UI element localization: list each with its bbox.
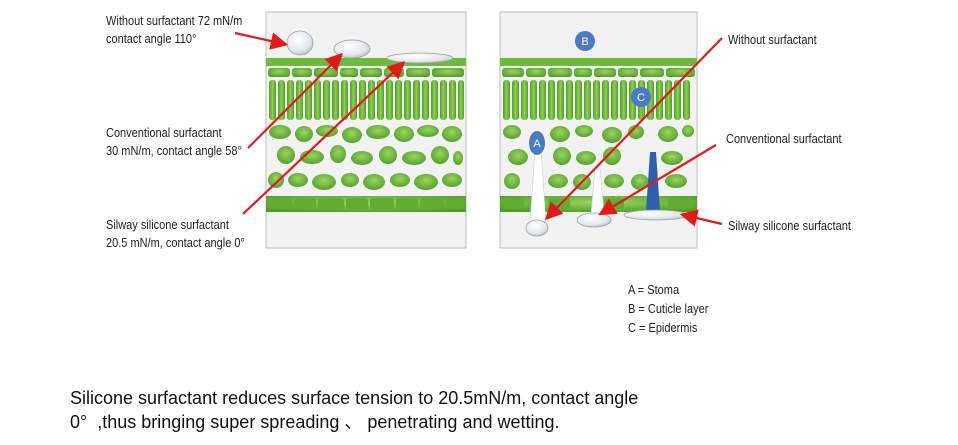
caption-line-1: Silicone surfactant reduces surface tens… (70, 388, 639, 408)
left-leaf-panel (265, 11, 467, 249)
legend-item-c: C = Epidermis (628, 321, 698, 335)
droplet-without-surfactant (286, 30, 314, 56)
droplet-conventional-right (576, 212, 612, 228)
right-label-conventional-surfactant: Conventional surfactant (726, 132, 842, 146)
droplet-stoma (525, 219, 549, 237)
arrow-left-conventional (247, 52, 344, 149)
svg-text:A: A (533, 138, 541, 150)
svg-text:C: C (637, 92, 645, 104)
legend: A = Stoma B = Cuticle layer C = Epidermi… (628, 281, 708, 338)
legend-item-b: B = Cuticle layer (628, 302, 709, 316)
left-palisade-columns (269, 80, 464, 120)
caption-line-2: 0° ,thus bringing super spreading 、 pene… (70, 412, 560, 432)
arrow-left-without (234, 31, 289, 50)
right-label-silway-surfactant: Silway silicone surfactant (728, 219, 851, 233)
droplet-silway-surfactant (386, 52, 454, 64)
marker-a: A (529, 131, 545, 155)
left-cuticle-layer (266, 58, 466, 66)
arrow-left-silway (242, 60, 406, 215)
marker-c: C (631, 87, 651, 107)
right-palisade-columns (503, 80, 690, 120)
arrow-right-silway (679, 209, 723, 227)
label-without-surfactant: Without surfactant 72 mN/m contact angle… (106, 14, 243, 46)
droplet-conventional-surfactant (333, 39, 371, 59)
right-cuticle-layer (500, 58, 697, 66)
right-label-without-surfactant: Without surfactant (728, 33, 817, 47)
arrow-right-without (544, 37, 723, 221)
svg-text:B: B (581, 36, 588, 48)
right-epidermis-cells (502, 68, 695, 77)
pointer-arrows (234, 31, 723, 227)
label-conventional-surfactant: Conventional surfactant 30 mN/m, contact… (106, 126, 242, 158)
left-epidermis-cells (268, 68, 464, 77)
droplet-silway-right (623, 209, 689, 221)
marker-b: B (575, 31, 595, 51)
caption: Silicone surfactant reduces surface tens… (70, 386, 638, 434)
legend-item-a: A = Stoma (628, 283, 680, 297)
left-lower-epidermis-cells (268, 198, 464, 209)
label-silway-surfactant: Silway silicone surfactant 20.5 mN/m, co… (106, 218, 245, 250)
right-leaf-panel: B C A (499, 11, 698, 249)
arrow-right-conventional (598, 144, 717, 216)
